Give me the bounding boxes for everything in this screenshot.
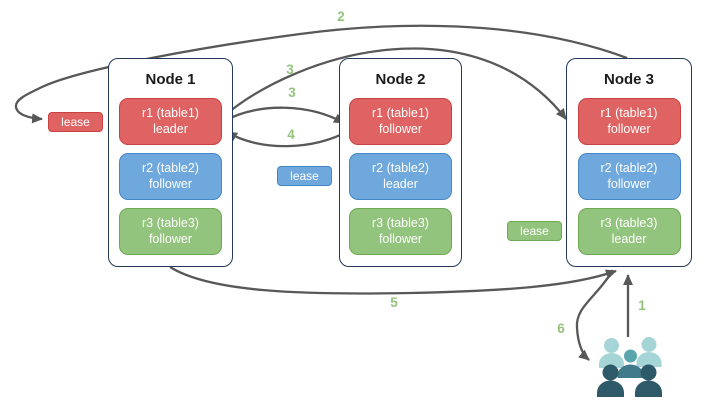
node-2-title: Node 2 bbox=[375, 71, 426, 88]
step-label-3a: 3 bbox=[286, 62, 294, 77]
arrow-step5-node1-to-node3 bbox=[169, 266, 617, 295]
lease-badge-table1: lease bbox=[48, 112, 103, 132]
replica-label: r1 (table1) bbox=[372, 106, 429, 121]
node-2-replica-r1: r1 (table1) follower bbox=[349, 98, 452, 145]
arrow-step3-node1-to-node2 bbox=[223, 106, 345, 125]
replica-role: follower bbox=[378, 121, 423, 136]
arrow-step6-node3-to-users bbox=[575, 269, 614, 361]
replica-role: follower bbox=[378, 231, 423, 246]
step-label-5: 5 bbox=[390, 295, 398, 310]
step-label-6: 6 bbox=[557, 321, 565, 336]
replica-role: follower bbox=[148, 176, 193, 191]
arrow-step4-node2-to-node1 bbox=[226, 130, 349, 148]
replica-role: follower bbox=[607, 121, 651, 136]
step-label-4: 4 bbox=[287, 127, 295, 142]
node-1: Node 1 r1 (table1) leader r2 (table2) fo… bbox=[108, 58, 233, 267]
replica-role: leader bbox=[383, 176, 418, 191]
users-icon bbox=[597, 337, 662, 397]
node-1-replica-r3: r3 (table3) follower bbox=[119, 208, 222, 255]
replica-label: r2 (table2) bbox=[372, 161, 429, 176]
replica-label: r1 (table1) bbox=[142, 106, 199, 121]
replica-role: follower bbox=[148, 231, 193, 246]
step-label-1: 1 bbox=[638, 298, 646, 313]
replica-label: r2 (table2) bbox=[600, 161, 658, 176]
replica-label: r3 (table3) bbox=[600, 216, 658, 231]
replica-role: follower bbox=[607, 176, 651, 191]
node-3-title: Node 3 bbox=[603, 71, 654, 88]
replica-label: r3 (table3) bbox=[142, 216, 199, 231]
replica-label: r3 (table3) bbox=[372, 216, 429, 231]
node-3: Node 3 r1 (table1) follower r2 (table2) … bbox=[566, 58, 692, 267]
replica-label: r1 (table1) bbox=[600, 106, 658, 121]
arrow-step2-node3-to-lease bbox=[14, 24, 628, 124]
replica-role: leader bbox=[611, 231, 647, 246]
arrow-step3-node1-to-node3 bbox=[223, 47, 567, 120]
node-1-title: Node 1 bbox=[145, 71, 196, 88]
node-3-replica-r2: r2 (table2) follower bbox=[577, 153, 681, 200]
node-2: Node 2 r1 (table1) follower r2 (table2) … bbox=[339, 58, 462, 267]
lease-badge-table2: lease bbox=[277, 166, 332, 186]
node-2-replica-r3: r3 (table3) follower bbox=[349, 208, 452, 255]
step-label-3b: 3 bbox=[288, 85, 296, 100]
node-3-replica-r3: r3 (table3) leader bbox=[577, 208, 681, 255]
node-1-replica-r1: r1 (table1) leader bbox=[119, 98, 222, 145]
node-1-replica-r2: r2 (table2) follower bbox=[119, 153, 222, 200]
replica-role: leader bbox=[153, 121, 188, 136]
step-label-2: 2 bbox=[337, 9, 345, 24]
lease-badge-table3: lease bbox=[507, 221, 562, 241]
node-3-replica-r1: r1 (table1) follower bbox=[577, 98, 681, 145]
replica-label: r2 (table2) bbox=[142, 161, 199, 176]
node-2-replica-r2: r2 (table2) leader bbox=[349, 153, 452, 200]
